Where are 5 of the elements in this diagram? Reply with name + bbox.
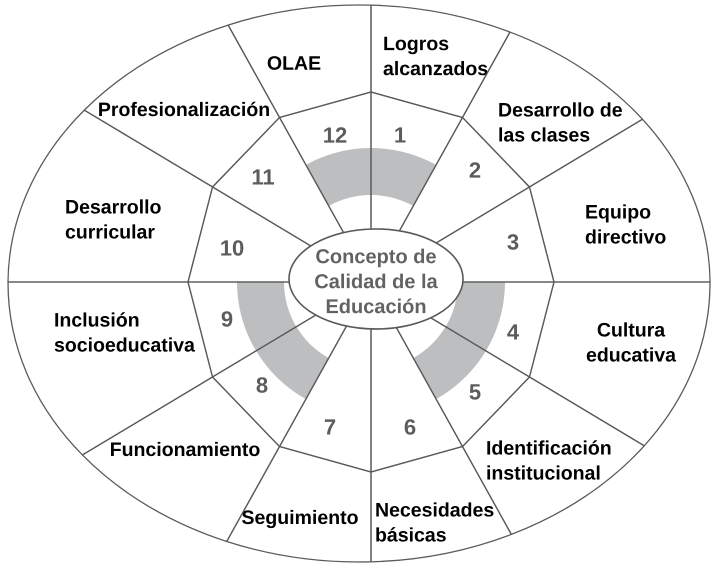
numbered-segment: 12 [278, 91, 372, 234]
numbered-segment: 1 [370, 91, 464, 232]
numbered-segment: 6 [370, 326, 464, 473]
arc-band [306, 148, 436, 206]
numbered-segment: 7 [278, 325, 372, 473]
